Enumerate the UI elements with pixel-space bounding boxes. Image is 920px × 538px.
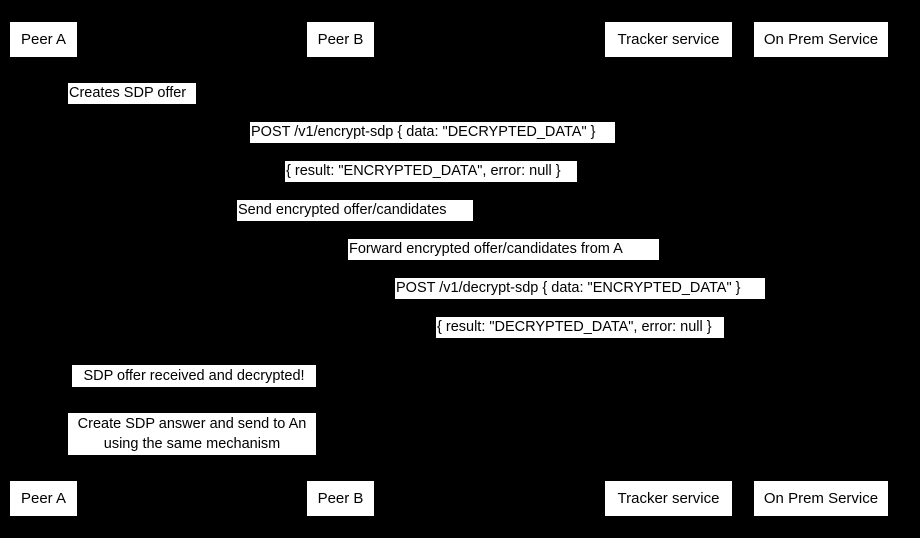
participant-top-tracker-service[interactable]: Tracker service xyxy=(605,22,732,57)
participant-top-peer-a[interactable]: Peer A xyxy=(10,22,77,57)
participant-label: Tracker service xyxy=(617,31,720,48)
message-decrypt-sdp-result[interactable]: { result: "DECRYPTED_DATA", error: null … xyxy=(436,317,724,338)
participant-label: Peer B xyxy=(317,490,364,507)
message-creates-sdp-offer[interactable]: Creates SDP offer xyxy=(68,83,196,104)
note-create-sdp-answer[interactable]: Create SDP answer and send to An using t… xyxy=(68,413,316,455)
participant-bottom-peer-a[interactable]: Peer A xyxy=(10,481,77,516)
message-send-encrypted-offer[interactable]: Send encrypted offer/candidates xyxy=(237,200,473,221)
participant-top-on-prem-service[interactable]: On Prem Service xyxy=(754,22,888,57)
participant-label: On Prem Service xyxy=(763,490,879,507)
participant-top-peer-b[interactable]: Peer B xyxy=(307,22,374,57)
participant-label: Tracker service xyxy=(617,490,720,507)
message-post-encrypt-sdp[interactable]: POST /v1/encrypt-sdp { data: "DECRYPTED_… xyxy=(250,122,615,143)
note-line: SDP offer received and decrypted! xyxy=(83,368,305,384)
participant-bottom-peer-b[interactable]: Peer B xyxy=(307,481,374,516)
note-line: Create SDP answer and send to An xyxy=(77,416,307,432)
participant-bottom-on-prem-service[interactable]: On Prem Service xyxy=(754,481,888,516)
note-sdp-offer-received[interactable]: SDP offer received and decrypted! xyxy=(72,365,316,387)
message-post-decrypt-sdp[interactable]: POST /v1/decrypt-sdp { data: "ENCRYPTED_… xyxy=(395,278,765,299)
participant-bottom-tracker-service[interactable]: Tracker service xyxy=(605,481,732,516)
message-encrypt-sdp-result[interactable]: { result: "ENCRYPTED_DATA", error: null … xyxy=(285,161,577,182)
participant-label: Peer A xyxy=(20,31,67,48)
note-line: using the same mechanism xyxy=(103,436,281,452)
message-forward-encrypted-offer[interactable]: Forward encrypted offer/candidates from … xyxy=(348,239,659,260)
participant-label: Peer A xyxy=(20,490,67,507)
participant-label: On Prem Service xyxy=(763,31,879,48)
participant-label: Peer B xyxy=(317,31,364,48)
